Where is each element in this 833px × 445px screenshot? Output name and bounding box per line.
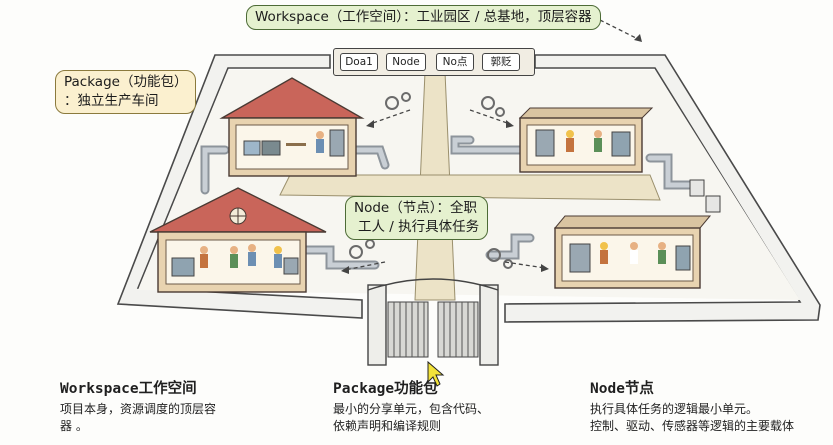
workspace-caption-title: Workspace工作空间 [60, 381, 197, 397]
sign-label-4: 郭贬 [482, 53, 520, 71]
park-signboard: Doa1 Node No点 郭贬 [333, 48, 535, 76]
package-caption: Package功能包 最小的分享单元，包含代码、 依赖声明和编译规则 [333, 377, 593, 435]
node-caption: Node节点 执行具体任务的逻辑最小单元。 控制、驱动、传感器等逻辑的主要载体 [590, 377, 830, 435]
workspace-caption-line-2: 器 。 [60, 419, 88, 433]
workshop-bottom-right [553, 215, 712, 289]
utility-boxes [689, 179, 721, 213]
mouse-cursor-icon [427, 360, 445, 387]
pipes-inner [202, 137, 693, 268]
workspace-callout: Workspace（工作空间）：工业园区 / 总基地，顶层容器 [246, 5, 601, 30]
workshop-top-left [219, 77, 365, 177]
arrow-heads [341, 34, 642, 274]
node-callout: Node（节点）：全职 工人 / 执行具体任务 [345, 196, 489, 240]
package-callout-line-2: ：独立生产车间 [64, 93, 159, 109]
node-caption-line-2: 控制、驱动、传感器等逻辑的主要载体 [590, 419, 795, 433]
node-callout-line-2: 工人 / 执行具体任务 [358, 219, 480, 235]
node-callout-line-1: Node（节点）：全职 [354, 200, 477, 216]
package-caption-line-2: 依赖声明和编译规则 [333, 419, 442, 433]
workshop-top-right [518, 107, 654, 173]
front-gate [367, 278, 499, 366]
node-caption-title: Node节点 [590, 381, 654, 397]
gear-icons [349, 92, 513, 269]
central-path [279, 71, 661, 301]
sign-label-3: No点 [436, 53, 474, 71]
flow-arrows [344, 19, 641, 271]
sign-label-1: Doa1 [340, 53, 378, 71]
package-caption-title: Package功能包 [333, 381, 438, 397]
workshop-mid-left [149, 187, 327, 293]
package-caption-line-1: 最小的分享单元，包含代码、 [333, 402, 490, 416]
workspace-caption-line-1: 项目本身，资源调度的顶层容 [60, 402, 217, 416]
workspace-caption: Workspace工作空间 项目本身，资源调度的顶层容 器 。 [60, 377, 320, 435]
compound-wall [116, 54, 821, 323]
package-callout: Package（功能包） ：独立生产车间 [55, 70, 197, 114]
package-callout-line-1: Package（功能包） [64, 74, 188, 90]
sign-label-2: Node [386, 53, 426, 71]
node-caption-line-1: 执行具体任务的逻辑最小单元。 [590, 402, 759, 416]
